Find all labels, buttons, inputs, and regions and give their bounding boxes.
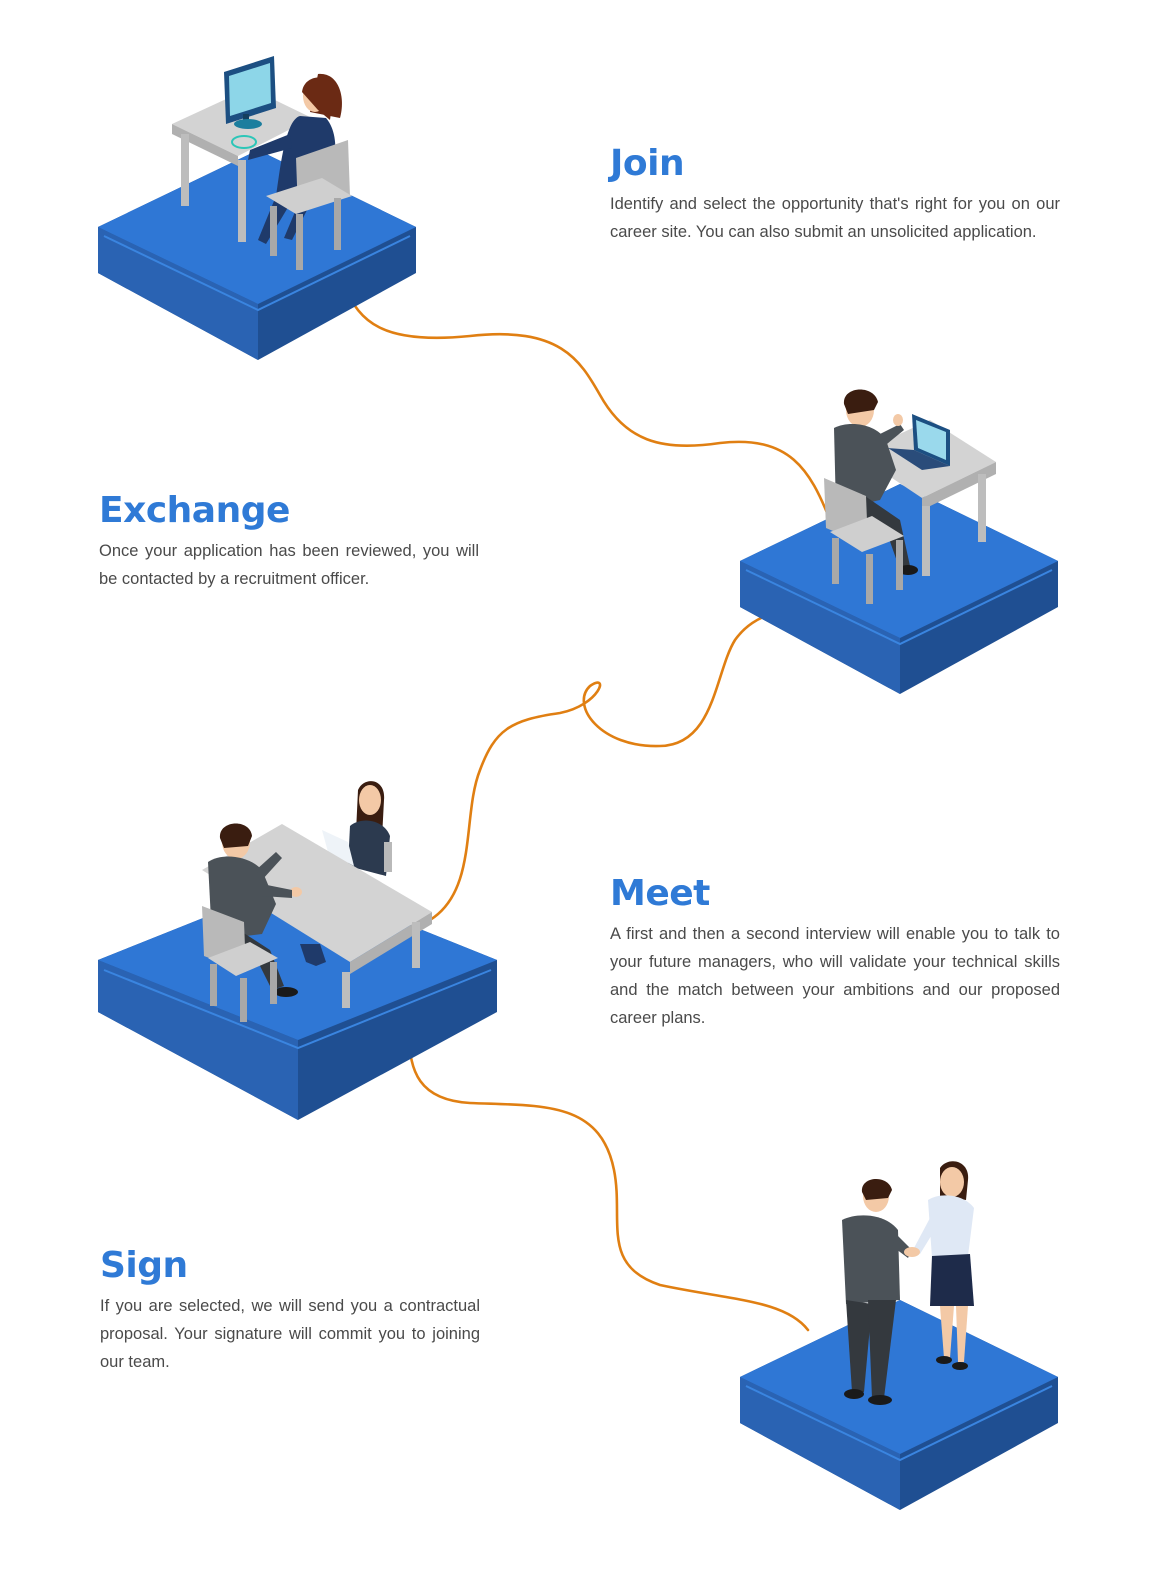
connector-line-1 <box>343 286 832 522</box>
platform-join <box>98 150 416 360</box>
step-title: Meet <box>610 873 710 914</box>
step-sign: Sign If you are selected, we will send y… <box>100 1246 480 1376</box>
handshake-icon <box>842 1161 974 1405</box>
step-description: If you are selected, we will send you a … <box>100 1296 480 1371</box>
step-title: Sign <box>100 1245 188 1286</box>
interview-at-table-icon <box>202 781 432 1022</box>
connector-line-3 <box>407 1034 810 1332</box>
step-join: Join Identify and select the opportunity… <box>610 144 1060 246</box>
step-description: Once your application has been reviewed,… <box>99 541 479 588</box>
step-title: Exchange <box>99 490 290 531</box>
connector-line-2 <box>428 611 814 922</box>
platform-sign <box>740 1300 1058 1510</box>
woman-at-computer-icon <box>172 56 352 270</box>
man-on-video-call-icon <box>824 389 996 604</box>
step-description: A first and then a second interview will… <box>610 924 1060 1027</box>
step-description: Identify and select the opportunity that… <box>610 194 1060 241</box>
connector-lines <box>343 286 832 1332</box>
step-meet: Meet A first and then a second interview… <box>610 874 1060 1032</box>
step-title: Join <box>610 143 685 184</box>
step-exchange: Exchange Once your application has been … <box>99 491 479 593</box>
